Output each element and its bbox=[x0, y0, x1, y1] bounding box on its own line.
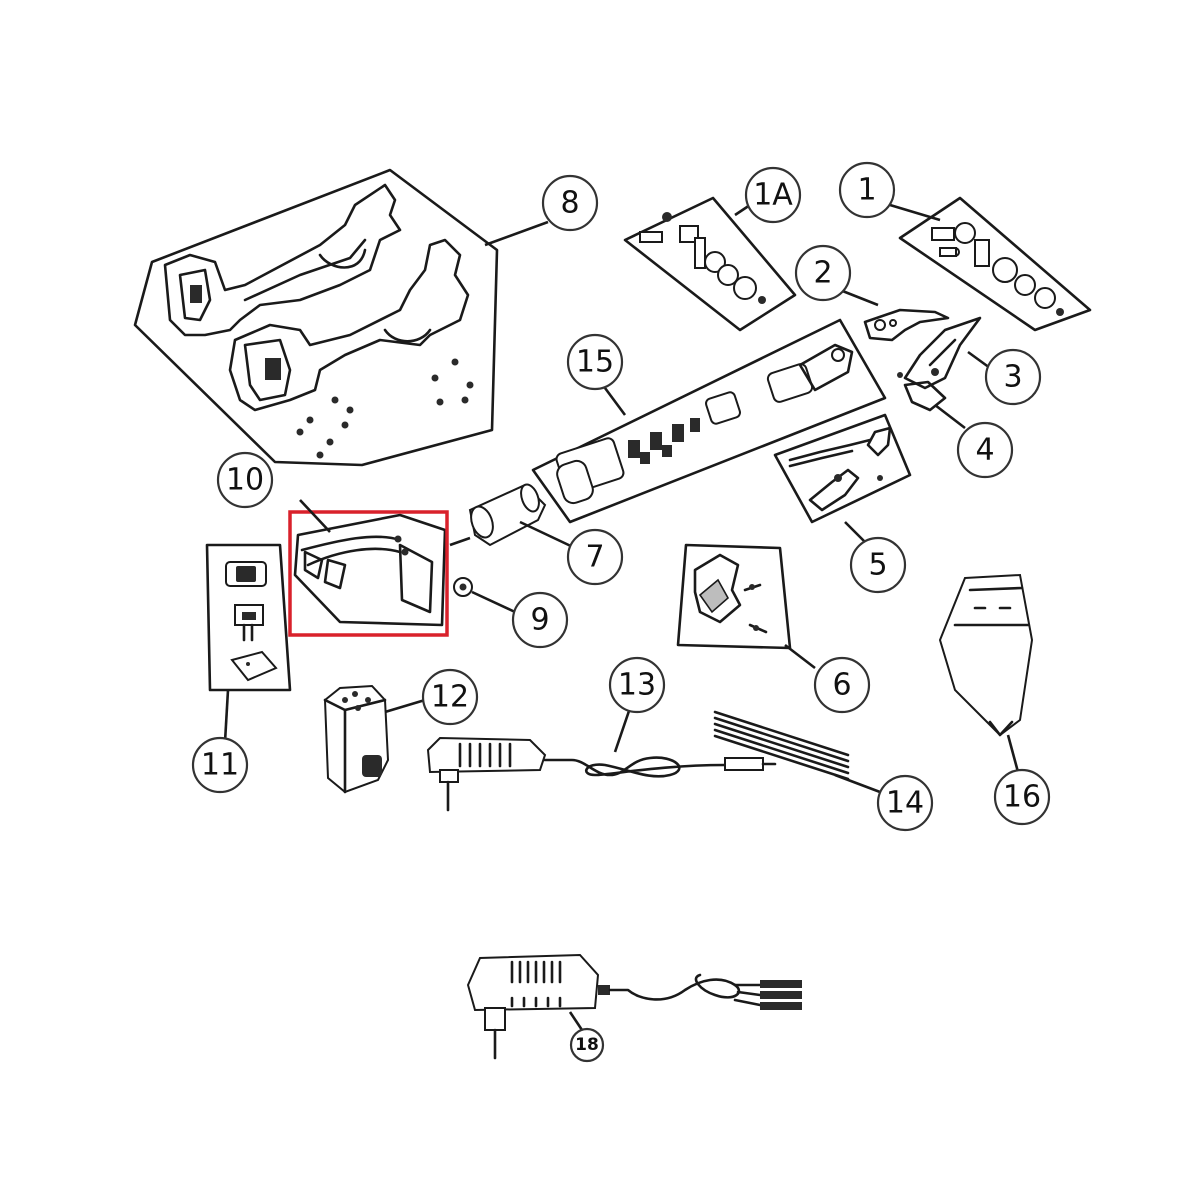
callout-label: 2 bbox=[813, 256, 832, 291]
callout-label: 1A bbox=[753, 178, 793, 213]
callout-14: 14 bbox=[876, 774, 934, 832]
part-11-switch-panel bbox=[205, 543, 292, 743]
part-14-cable-harness bbox=[713, 710, 881, 794]
part-16-holster bbox=[938, 573, 1034, 773]
part-1-gear-set bbox=[889, 196, 1092, 332]
callout-9: 9 bbox=[511, 591, 569, 649]
callout-label: 16 bbox=[1003, 780, 1041, 815]
callout-label: 5 bbox=[868, 548, 887, 583]
part-10-battery-contact-plate bbox=[288, 499, 449, 637]
callout-label: 14 bbox=[886, 786, 924, 821]
part-5-trigger-assembly bbox=[773, 413, 912, 546]
callout-7: 7 bbox=[566, 528, 624, 586]
callout-10: 10 bbox=[216, 451, 274, 509]
callout-18: 18 bbox=[569, 1027, 605, 1063]
part-6-guard bbox=[676, 543, 816, 670]
callout-label: 6 bbox=[832, 668, 851, 703]
part-7-motor bbox=[449, 483, 576, 550]
callout-15: 15 bbox=[566, 333, 624, 391]
callout-16: 16 bbox=[993, 768, 1051, 826]
callout-label: 15 bbox=[576, 345, 614, 380]
callout-2: 2 bbox=[794, 244, 852, 302]
callout-label: 12 bbox=[431, 680, 469, 715]
part-2-blade bbox=[839, 288, 950, 342]
highlight-frame bbox=[288, 510, 449, 637]
callout-label: 13 bbox=[618, 668, 656, 703]
callout-label: 1 bbox=[857, 173, 876, 208]
callout-label: 11 bbox=[201, 748, 239, 783]
part-9-knob bbox=[453, 577, 516, 614]
callout-label: 10 bbox=[226, 463, 264, 498]
callout-label: 9 bbox=[530, 603, 549, 638]
part-15-motor-assembly bbox=[531, 318, 887, 524]
callout-label: 3 bbox=[1003, 360, 1022, 395]
callout-label: 8 bbox=[560, 186, 579, 221]
part-12-battery bbox=[323, 684, 426, 794]
callout-label: 18 bbox=[575, 1035, 599, 1055]
callout-3: 3 bbox=[984, 348, 1042, 406]
callout-8: 8 bbox=[541, 174, 599, 232]
callout-6: 6 bbox=[813, 656, 871, 714]
part-8-housing bbox=[133, 168, 549, 467]
callout-5: 5 bbox=[849, 536, 907, 594]
callout-label: 7 bbox=[585, 540, 604, 575]
callout-11: 11 bbox=[191, 736, 249, 794]
part-18-multi-charger bbox=[466, 953, 802, 1060]
part-13-charger bbox=[426, 707, 777, 812]
part-3-blade bbox=[903, 316, 991, 390]
callout-1: 1 bbox=[838, 161, 896, 219]
part-4-bracket bbox=[897, 372, 966, 430]
part-1a-gear-set bbox=[623, 196, 797, 332]
callout-12: 12 bbox=[421, 668, 479, 726]
callout-4: 4 bbox=[956, 421, 1014, 479]
callout-1a: 1A bbox=[744, 166, 802, 224]
callout-13: 13 bbox=[608, 656, 666, 714]
callout-label: 4 bbox=[975, 433, 994, 468]
